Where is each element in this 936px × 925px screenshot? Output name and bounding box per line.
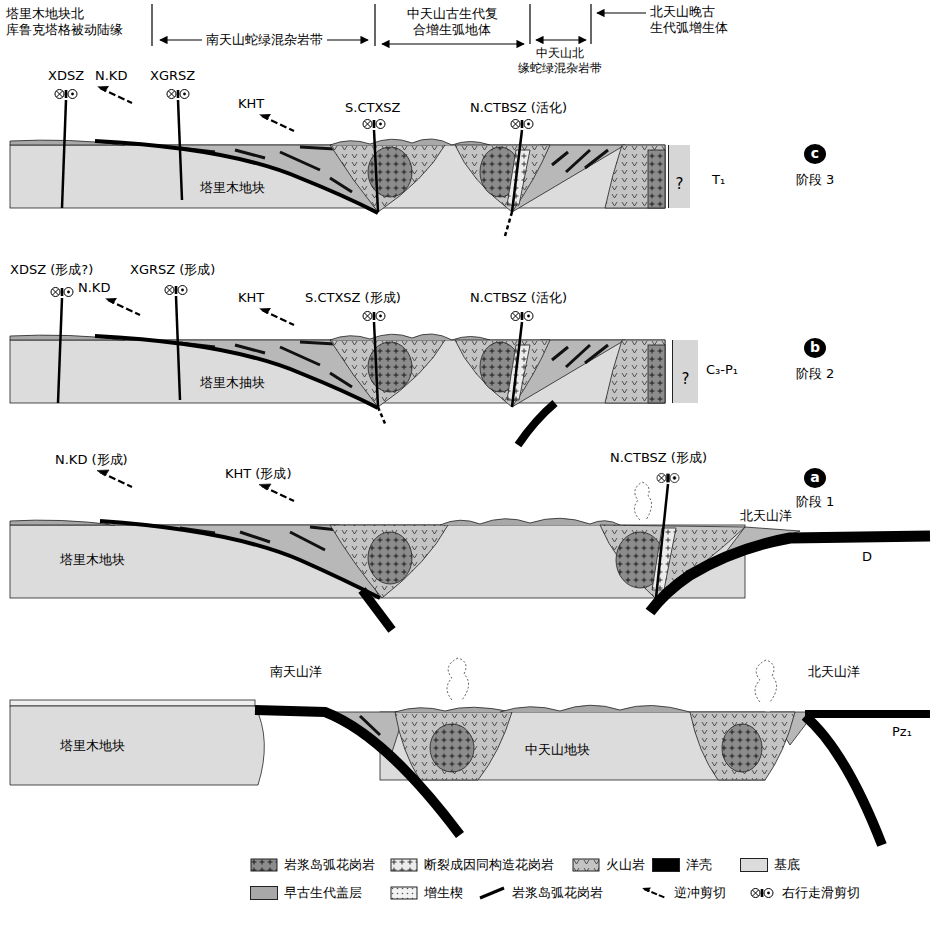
fault-label: N.CTBSZ (活化) xyxy=(470,100,567,116)
legend-symbol xyxy=(250,858,278,872)
legend-item: 岩浆岛弧花岗岩 xyxy=(250,856,375,874)
node-text: c xyxy=(811,146,819,161)
legend-symbol xyxy=(478,886,506,900)
stage-marker: b xyxy=(804,338,826,358)
region-label: 塔里木地块北 库鲁克塔格被动陆缘 xyxy=(6,6,131,39)
open-extent-box: ? xyxy=(668,145,690,208)
legend-symbol xyxy=(640,886,668,900)
node-text: b xyxy=(810,340,820,355)
fault-label: KHT xyxy=(238,290,264,306)
legend-item: 火山岩 xyxy=(572,856,645,874)
legend-symbol xyxy=(572,858,600,872)
legend-item: 早古生代盖层 xyxy=(250,884,362,902)
legend-symbol xyxy=(390,886,418,900)
legend-text: 逆冲剪切 xyxy=(674,884,726,902)
legend-item: 岩浆岛弧花岗岩 xyxy=(478,884,603,902)
fault-label: S.CTXSZ (形成) xyxy=(305,290,401,306)
region-label: 南天山蛇绿混杂岩带 xyxy=(202,32,327,48)
legend-swatch xyxy=(250,886,278,900)
region-label: 中天山北 缘蛇绿混杂岩带 xyxy=(513,46,608,76)
legend-text: 右行走滑剪切 xyxy=(782,884,860,902)
block-label: 塔里木地块 xyxy=(200,180,265,196)
block-label: 塔里木地块 xyxy=(60,738,125,754)
stage-1-section xyxy=(10,470,930,630)
fault-label: S.CTXSZ xyxy=(345,100,400,116)
stage-marker: c xyxy=(804,144,826,164)
legend-swatch xyxy=(740,858,768,872)
fault-label: N.CTBSZ (形成) xyxy=(610,450,707,466)
region-label: 中天山古生代复 合增生弧地体 xyxy=(402,6,502,39)
region-label: 北天山晚古 生代弧增生体 xyxy=(650,4,736,37)
age-label: Pz₁ xyxy=(892,724,912,740)
legend-text: 早古生代盖层 xyxy=(284,884,362,902)
block-label: 塔里木地块 xyxy=(60,552,125,568)
legend-text: 断裂成因同构造花岗岩 xyxy=(424,856,554,874)
fault-label: N.CTBSZ (活化) xyxy=(470,290,567,306)
legend-item: 逆冲剪切 xyxy=(640,884,726,902)
age-label: C₃-P₁ xyxy=(706,362,738,378)
age-label: T₁ xyxy=(712,172,725,188)
legend-item: 断裂成因同构造花岗岩 xyxy=(390,856,554,874)
ocean-label: 南天山洋 xyxy=(270,664,322,680)
legend-text: 增生楔 xyxy=(424,884,463,902)
fault-label: XDSZ xyxy=(48,68,84,84)
stage-marker: a xyxy=(804,468,826,488)
block-label: 中天山地块 xyxy=(525,742,590,758)
legend-symbol xyxy=(390,858,418,872)
legend-text: 基底 xyxy=(774,856,800,874)
fault-label: KHT (形成) xyxy=(225,466,292,482)
legend-text: 岩浆岛弧花岗岩 xyxy=(512,884,603,902)
stage-label: 阶段 3 xyxy=(796,172,834,188)
ocean-label: 北天山洋 xyxy=(808,664,860,680)
age-label: D xyxy=(862,549,872,565)
legend-text: 火山岩 xyxy=(606,856,645,874)
fault-label: XDSZ (形成?) xyxy=(10,262,93,278)
stage-3-section xyxy=(10,86,665,236)
fault-label: N.KD xyxy=(95,68,127,84)
legend-text: 洋壳 xyxy=(686,856,712,874)
legend-item: 增生楔 xyxy=(390,884,463,902)
fault-label: XGRSZ xyxy=(150,68,195,84)
stage-label: 阶段 2 xyxy=(796,366,834,382)
open-extent-box: ? xyxy=(672,340,698,403)
ocean-label: 北天山洋 xyxy=(740,508,792,524)
block-label: 塔里木抽块 xyxy=(200,375,265,391)
legend-text: 岩浆岛弧花岗岩 xyxy=(284,856,375,874)
early-paleozoic-section xyxy=(10,658,930,845)
node-text: a xyxy=(810,470,819,485)
fault-label: KHT xyxy=(238,96,264,112)
legend-item: 右行走滑剪切 xyxy=(748,884,860,902)
legend-item: 洋壳 xyxy=(652,856,712,874)
fault-label: N.KD xyxy=(78,280,110,296)
stage-2-section xyxy=(10,286,665,446)
fault-label: XGRSZ (形成) xyxy=(130,262,215,278)
stage-label: 阶段 1 xyxy=(796,494,834,510)
legend-item: 基底 xyxy=(740,856,800,874)
fault-label: N.KD (形成) xyxy=(55,452,128,468)
legend-swatch xyxy=(652,858,680,872)
legend-symbol xyxy=(748,886,776,900)
node-text: ? xyxy=(682,371,690,388)
node-text: ? xyxy=(676,176,684,193)
